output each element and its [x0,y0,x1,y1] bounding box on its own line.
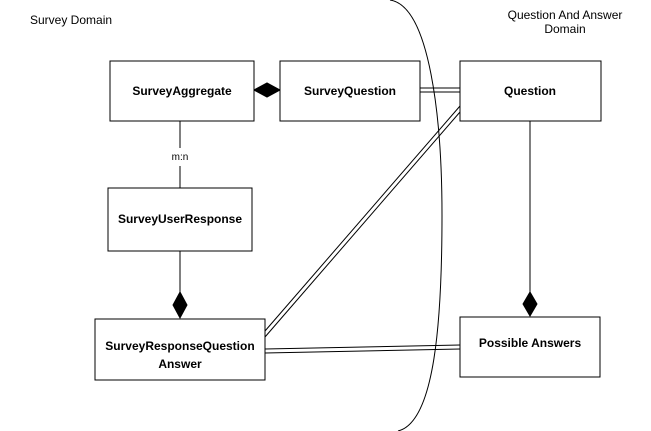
survey-response-question-answer-label-line1: SurveyResponseQuestion [105,339,254,353]
survey-user-response-box: SurveyUserResponse [107,187,253,252]
answer-possibleanswers-link-a [264,344,461,350]
question-box: Question [459,60,602,122]
survey-response-question-answer-box: SurveyResponseQuestion Answer [94,318,266,381]
survey-question-box: SurveyQuestion [279,60,421,122]
question-label: Question [504,84,556,98]
qa-domain-label-line2: Domain [544,22,585,36]
survey-aggregate-box: SurveyAggregate [109,60,255,122]
survey-domain-label: Survey Domain [30,13,112,27]
answer-question-link-b [264,111,461,338]
aggregate-composition-diamond [252,82,282,98]
answer-possibleanswers-link-b [264,348,461,354]
survey-aggregate-label: SurveyAggregate [132,84,232,98]
multiplicity-label: m:n [172,152,189,163]
answer-question-link-a [264,105,461,332]
survey-response-question-answer-label-line2: Answer [158,357,202,371]
possible-answers-label: Possible Answers [479,336,582,350]
qa-domain-label-line1: Question And Answer [508,8,623,22]
question-composition-diamond [522,291,538,317]
survey-question-label: SurveyQuestion [304,84,396,98]
domain-boundary-arc [389,0,443,431]
survey-user-response-label: SurveyUserResponse [118,212,242,226]
possible-answers-box: Possible Answers [459,316,601,378]
userresponse-composition-diamond [172,290,188,320]
